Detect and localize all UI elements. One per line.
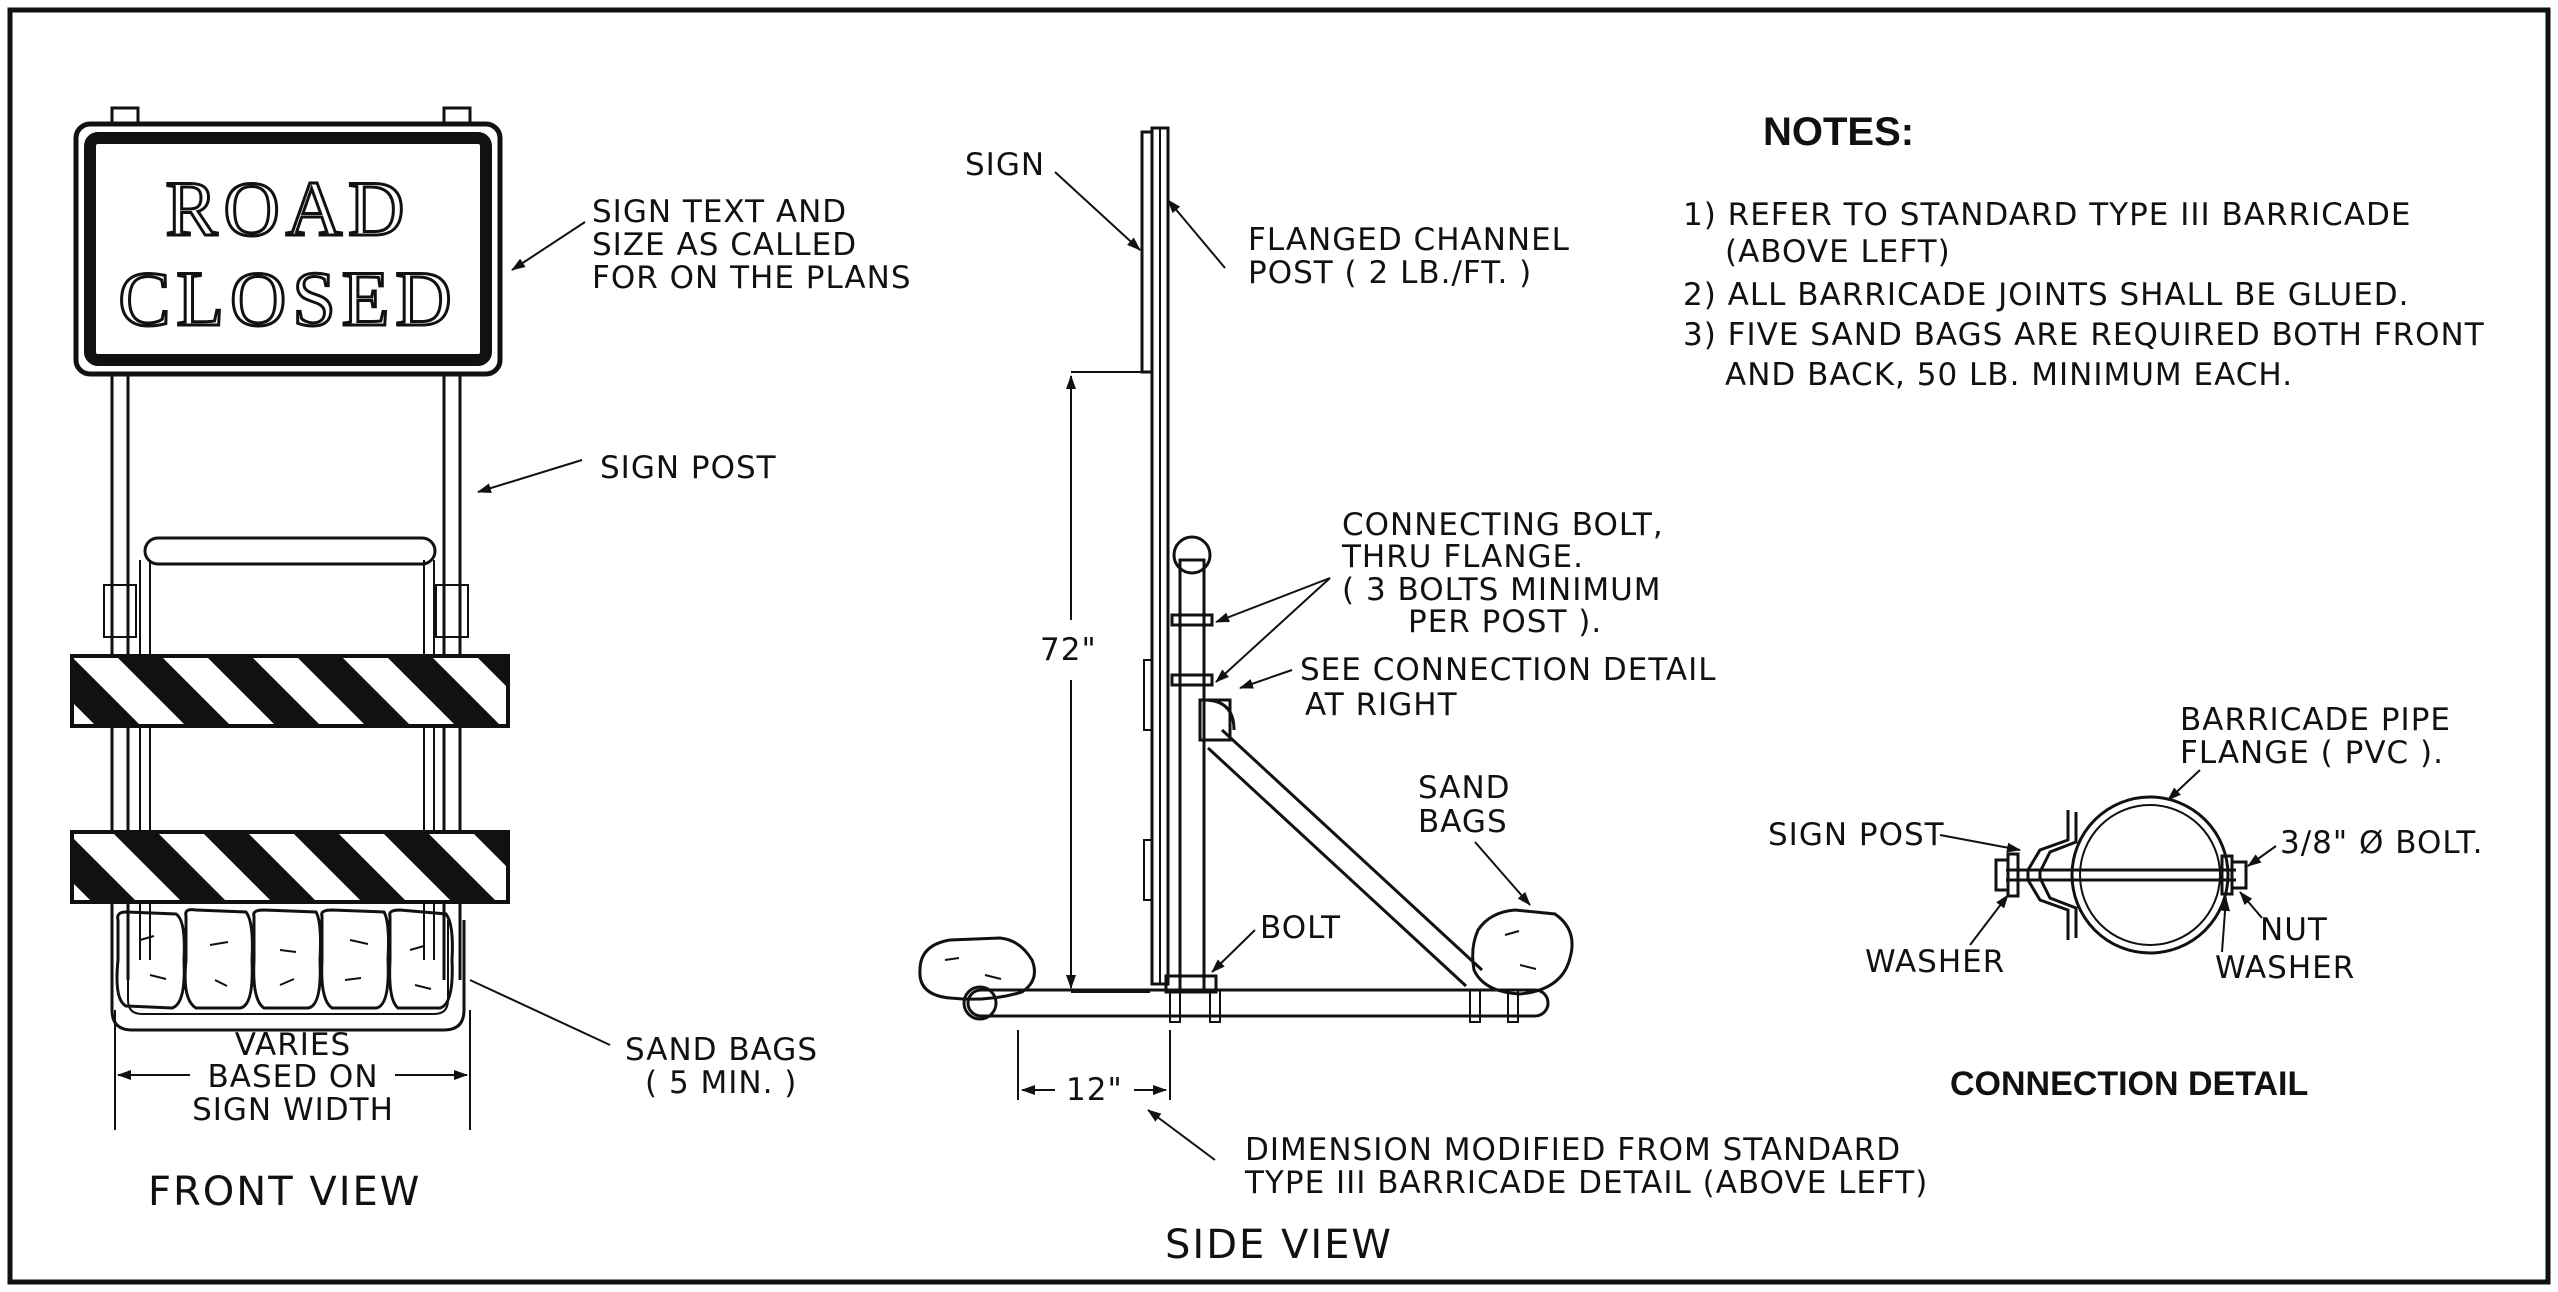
callout-bolt-thru-line2: THRU FLANGE.: [1341, 539, 1584, 575]
label-pipe-line2: FLANGE ( PVC ).: [2180, 735, 2444, 771]
callout-front-sand-bags-line2: ( 5 MIN. ): [645, 1065, 797, 1101]
note-3-cont: AND BACK, 50 LB. MINIMUM EACH.: [1725, 357, 2293, 393]
front-width-dim-line1: VARIES: [235, 1027, 351, 1063]
callout-sign-post: SIGN POST: [600, 450, 777, 486]
note-2: 2) ALL BARRICADE JOINTS SHALL BE GLUED.: [1683, 277, 2410, 313]
callout-channel-line1: FLANGED CHANNEL: [1248, 222, 1570, 258]
callout-bolt-thru-line1: CONNECTING BOLT,: [1342, 507, 1664, 543]
callout-side-sand-bags-line2: BAGS: [1418, 804, 1508, 840]
striped-rail-lower: [70, 830, 510, 904]
label-washer-right: WASHER: [2215, 950, 2355, 986]
callout-sign: SIGN: [965, 147, 1045, 183]
sign-line-road: ROAD: [165, 165, 410, 252]
callout-channel-line2: POST ( 2 LB./FT. ): [1248, 255, 1532, 291]
height-dim-72: 72": [1040, 632, 1097, 668]
side-base-pipe: [966, 988, 1550, 1018]
barricade-pipe-section: [2070, 795, 2230, 955]
callout-front-sand-bags-line1: SAND BAGS: [625, 1032, 818, 1068]
connection-detail-title: CONNECTION DETAIL: [1950, 1065, 2308, 1103]
label-sign-post: SIGN POST: [1768, 817, 1945, 853]
front-view: ROAD CLOSED: [70, 106, 912, 1215]
front-width-dim-line2: BASED ON: [207, 1059, 378, 1095]
callout-connection-line1: SEE CONNECTION DETAIL: [1300, 652, 1717, 688]
side-sand-bag-left: [918, 936, 1036, 1001]
note-3: 3) FIVE SAND BAGS ARE REQUIRED BOTH FRON…: [1683, 317, 2485, 353]
callout-bolt: BOLT: [1260, 910, 1341, 946]
notes-heading: NOTES:: [1763, 110, 1914, 154]
road-closed-sign: [73, 121, 503, 377]
front-width-dim-line3: SIGN WIDTH: [192, 1092, 394, 1128]
side-view-title: SIDE VIEW: [1165, 1222, 1393, 1268]
label-washer-left: WASHER: [1865, 944, 2005, 980]
label-pipe-line1: BARRICADE PIPE: [2180, 702, 2451, 738]
note-1-cont: (ABOVE LEFT): [1725, 234, 1951, 270]
front-cross-pipe: [143, 536, 437, 566]
callout-bolt-thru-line3: ( 3 BOLTS MINIMUM: [1342, 572, 1662, 608]
base-dim-12: 12": [1066, 1072, 1123, 1108]
striped-rail-upper: [70, 654, 510, 728]
label-bolt: 3/8" Ø BOLT.: [2280, 825, 2484, 861]
notes: NOTES: 1) REFER TO STANDARD TYPE III BAR…: [1683, 110, 2485, 393]
callout-side-sand-bags-line1: SAND: [1418, 770, 1511, 806]
side-view: 72" 12" SIGN FLANGED CHANNEL POST ( 2 LB…: [918, 126, 1928, 1268]
callout-bolt-thru-line4: PER POST ).: [1408, 604, 1602, 640]
callout-connection-line2: AT RIGHT: [1305, 687, 1458, 723]
callout-sign-text-line1: SIGN TEXT AND: [592, 194, 847, 230]
note-1: 1) REFER TO STANDARD TYPE III BARRICADE: [1683, 197, 2412, 233]
side-sand-bag-right: [1471, 908, 1574, 996]
connection-detail: BARRICADE PIPE FLANGE ( PVC ). SIGN POST…: [1768, 702, 2484, 1103]
front-sand-bags: [115, 908, 454, 1010]
callout-sign-text-line3: FOR ON THE PLANS: [592, 260, 912, 296]
front-view-title: FRONT VIEW: [148, 1169, 421, 1215]
callout-sign-text-line2: SIZE AS CALLED: [592, 227, 857, 263]
label-nut: NUT: [2260, 912, 2328, 948]
note-modified-line2: TYPE III BARRICADE DETAIL (ABOVE LEFT): [1244, 1165, 1928, 1201]
sheet-border: [7, 7, 2551, 1285]
sign-line-closed: CLOSED: [118, 255, 457, 342]
note-modified-line1: DIMENSION MODIFIED FROM STANDARD: [1245, 1132, 1901, 1168]
